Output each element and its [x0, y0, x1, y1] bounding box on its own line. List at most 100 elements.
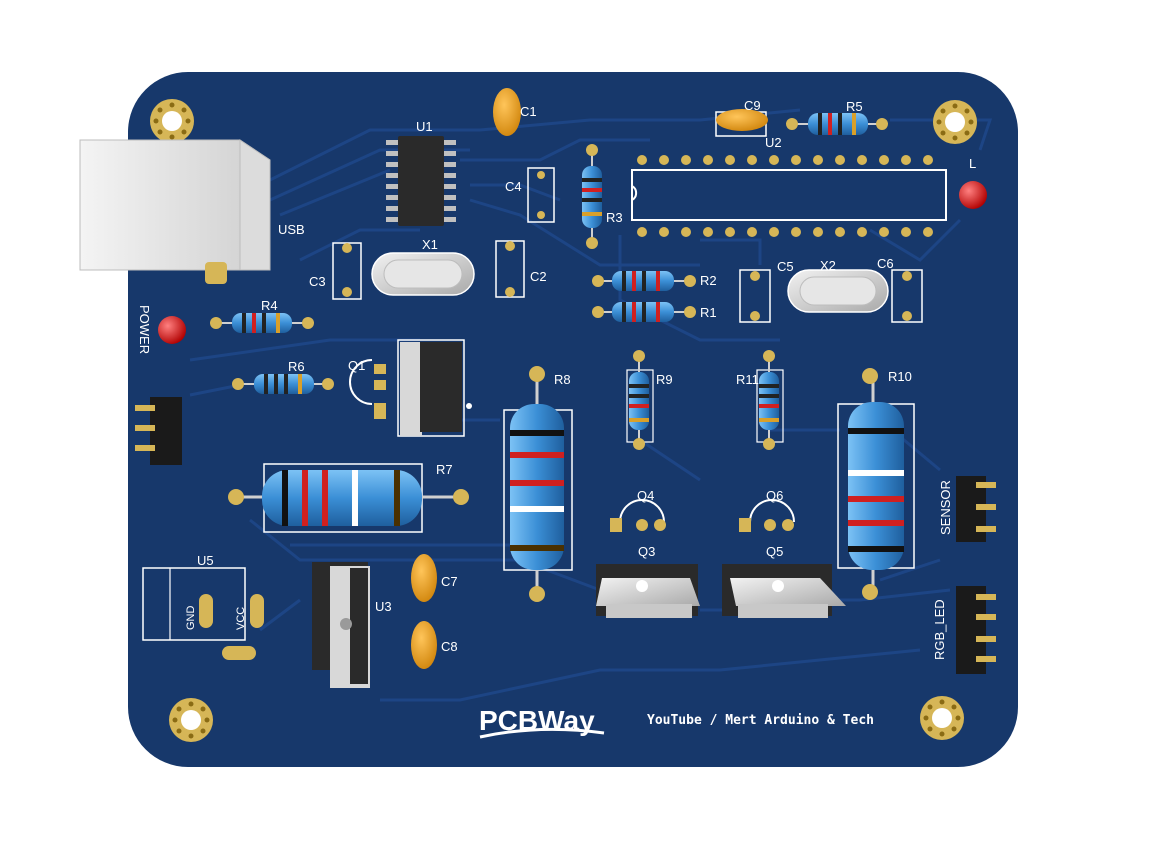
u2-pin: [769, 227, 779, 237]
c9-label: C9: [744, 98, 761, 113]
u2-pin: [879, 155, 889, 165]
u5-label: U5: [197, 553, 214, 568]
r7-label: R7: [436, 462, 453, 477]
r6-label: R6: [288, 359, 305, 374]
c2-label: C2: [530, 269, 547, 284]
led-l: [959, 181, 987, 209]
u2-pin: [681, 227, 691, 237]
header-left-3pin: [135, 397, 182, 465]
copper-traces: [189, 108, 993, 702]
mounting-hole-bl: [169, 698, 213, 742]
u2-pin: [637, 227, 647, 237]
capacitor-c1: [493, 88, 521, 136]
resistor-r10: [837, 368, 915, 600]
r4-label: R4: [261, 298, 278, 313]
ic-u1: [386, 136, 456, 226]
u2-pin: [725, 227, 735, 237]
u2-pin: [813, 155, 823, 165]
transistor-q4: [610, 499, 666, 532]
power-label: POWER: [137, 305, 152, 354]
voltage-regulator: [397, 339, 472, 437]
u2-label: U2: [765, 135, 782, 150]
pcbway-logo-swoosh: [479, 727, 605, 739]
u1-label: U1: [416, 119, 433, 134]
c7-label: C7: [441, 574, 458, 589]
u2-pin: [725, 155, 735, 165]
q1-label: Q1: [348, 358, 365, 373]
resistor-r3: [582, 144, 602, 249]
r2-label: R2: [700, 273, 717, 288]
u2-pin: [703, 227, 713, 237]
crystal-x1: [371, 252, 475, 296]
resistor-r11: [756, 350, 784, 450]
u2-pin: [923, 227, 933, 237]
u2-pin: [857, 155, 867, 165]
q5-label: Q5: [766, 544, 783, 559]
capacitor-c3: [332, 242, 362, 300]
capacitor-c7: [411, 554, 437, 602]
r8-label: R8: [554, 372, 571, 387]
q3-label: Q3: [638, 544, 655, 559]
u2-pin: [681, 155, 691, 165]
crystal-x2: [787, 269, 889, 313]
resistor-r7: [228, 463, 469, 533]
u2-pin: [791, 155, 801, 165]
resistor-r8: [503, 366, 573, 602]
u2-pin: [637, 155, 647, 165]
u2-pin: [901, 227, 911, 237]
capacitor-c9: [715, 109, 768, 137]
resistor-r9: [626, 350, 654, 450]
led-l-label: L: [969, 156, 976, 171]
u2-pin: [923, 155, 933, 165]
u2-pin: [791, 227, 801, 237]
q6-label: Q6: [766, 488, 783, 503]
capacitor-c8: [411, 621, 437, 669]
c1-label: C1: [520, 104, 537, 119]
capacitor-c6: [891, 269, 923, 323]
mounting-hole-tl: [150, 99, 194, 143]
led-power: [158, 316, 186, 344]
u2-pin: [659, 227, 669, 237]
header-rgb-led: [956, 586, 996, 674]
transistor-q3: [596, 564, 700, 618]
capacitor-c5: [739, 269, 771, 323]
resistor-r1: [592, 302, 696, 322]
u2-pin: [901, 155, 911, 165]
resistor-r6: [232, 374, 334, 394]
regulator-u3: [312, 562, 370, 688]
q4-label: Q4: [637, 488, 654, 503]
vcc-label: VCC: [235, 607, 247, 630]
u2-pin: [857, 227, 867, 237]
transistor-q1: [349, 359, 386, 419]
c6-label: C6: [877, 256, 894, 271]
c4-label: C4: [505, 179, 522, 194]
transistor-q5: [722, 564, 846, 618]
c8-label: C8: [441, 639, 458, 654]
u3-label: U3: [375, 599, 392, 614]
usb-label: USB: [278, 222, 305, 237]
u2-pin: [835, 227, 845, 237]
ic-u2: [631, 155, 947, 237]
c5-label: C5: [777, 259, 794, 274]
c3-label: C3: [309, 274, 326, 289]
x1-label: X1: [422, 237, 438, 252]
r11-label: R11: [736, 372, 759, 387]
transistor-q6: [739, 499, 795, 532]
mounting-holes: [150, 99, 977, 742]
rgb-led-label: RGB_LED: [932, 599, 947, 660]
x2-label: X2: [820, 258, 836, 273]
capacitor-c2: [495, 240, 525, 298]
u2-pin: [747, 155, 757, 165]
module-u5: [142, 567, 264, 660]
usb-connector: [79, 139, 271, 284]
capacitor-c4: [527, 167, 555, 223]
r1-label: R1: [700, 305, 717, 320]
u2-pin: [879, 227, 889, 237]
r3-label: R3: [606, 210, 623, 225]
r9-label: R9: [656, 372, 673, 387]
resistor-r2: [592, 271, 696, 291]
u2-pin: [835, 155, 845, 165]
r10-label: R10: [888, 369, 912, 384]
r5-label: R5: [846, 99, 863, 114]
